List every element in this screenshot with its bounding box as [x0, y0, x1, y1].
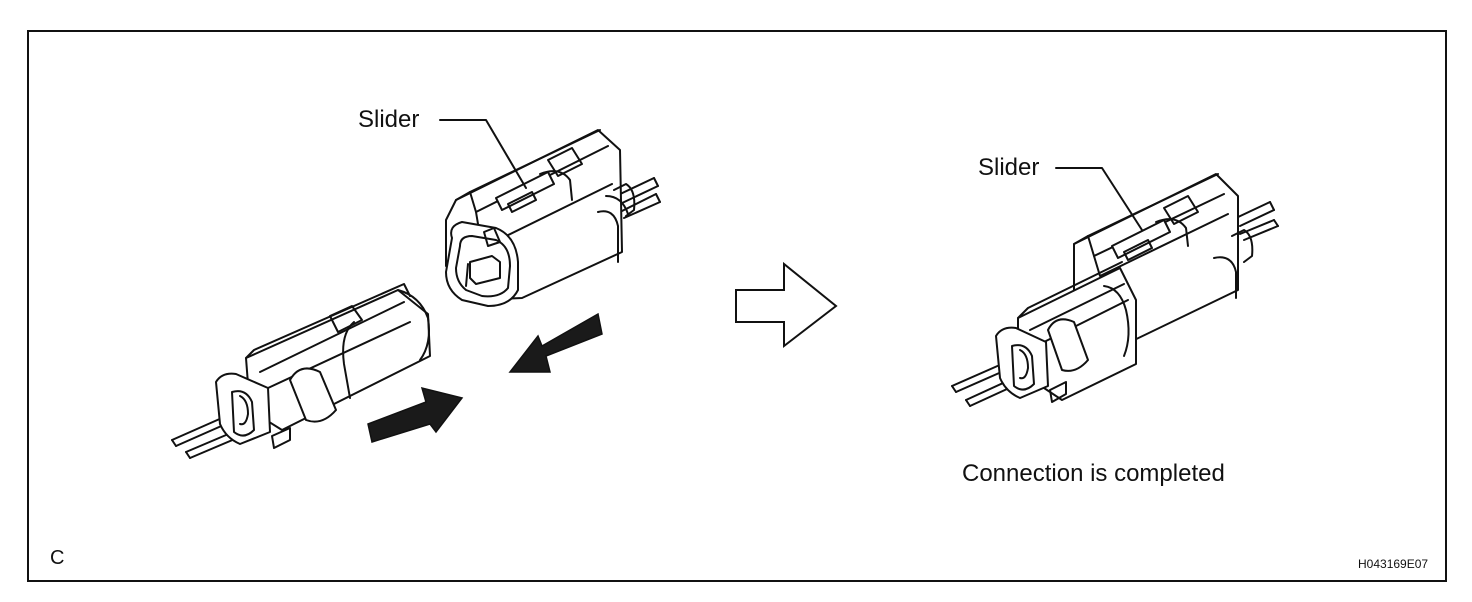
figure-code: H043169E07 — [1358, 557, 1429, 571]
dark-arrow-left-icon — [508, 312, 603, 373]
female-connector-wires — [615, 177, 661, 219]
slider-label-right: Slider — [978, 154, 1040, 181]
connection-caption: Connection is completed — [962, 460, 1225, 487]
diagram-frame — [27, 30, 1447, 582]
assembled-connector-right — [951, 173, 1279, 407]
slider-leader-right — [1055, 167, 1143, 231]
female-connector-left — [445, 129, 661, 307]
dark-arrow-right-icon — [367, 386, 464, 443]
outline-arrow-right-icon — [735, 261, 838, 349]
slider-label-left: Slider — [358, 106, 420, 133]
male-connector-left — [171, 283, 431, 459]
slider-leader-left — [439, 119, 527, 189]
assembled-connector-wires-rear — [1235, 201, 1279, 241]
step-letter: C — [50, 547, 65, 569]
